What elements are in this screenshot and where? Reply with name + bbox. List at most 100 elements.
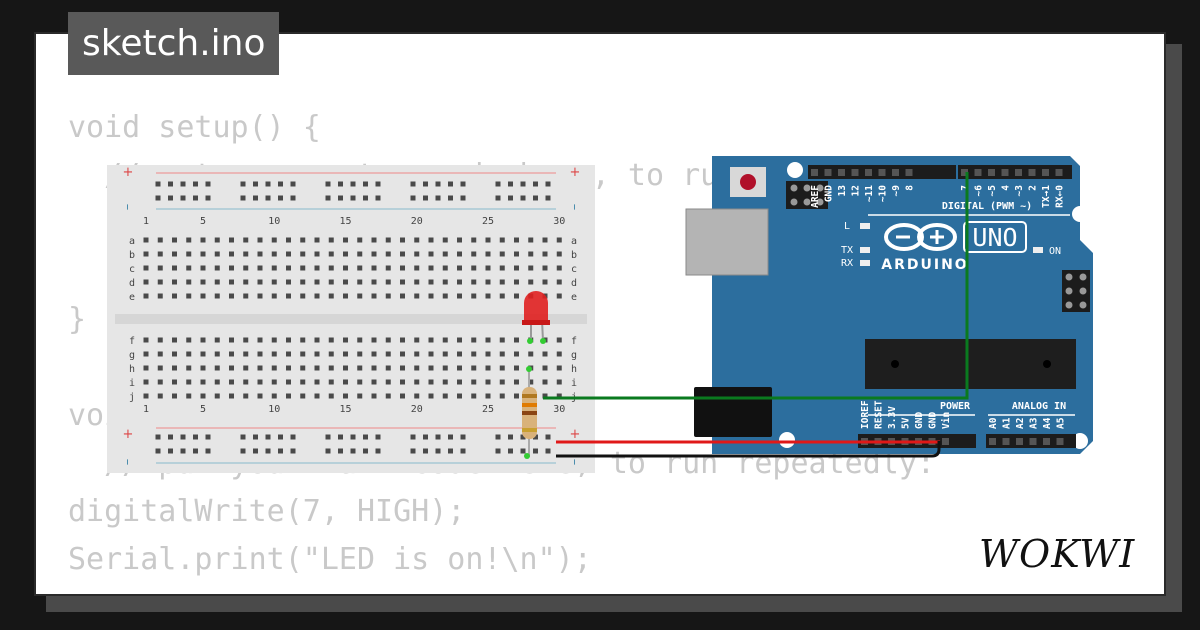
breadboard-hole xyxy=(243,251,249,257)
rail-hole xyxy=(495,448,501,454)
pin-label: GND xyxy=(914,412,925,429)
pin-label: 2 xyxy=(1028,185,1039,191)
breadboard-hole xyxy=(471,293,477,299)
breadboard-hole xyxy=(428,293,434,299)
wire-green-pin7[interactable] xyxy=(543,172,969,400)
pin-label: 4 xyxy=(1001,185,1012,191)
breadboard-hole xyxy=(428,379,434,385)
breadboard-hole xyxy=(157,279,163,285)
rail-hole xyxy=(460,181,466,187)
breadboard-hole xyxy=(286,237,291,243)
breadboard-hole xyxy=(514,251,519,257)
icsp-pin xyxy=(1079,301,1087,309)
breadboard-hole xyxy=(542,351,548,357)
led-on-indicator xyxy=(1033,247,1043,253)
breadboard-hole xyxy=(257,393,263,399)
rail-hole xyxy=(520,195,526,201)
rail-hole xyxy=(460,434,466,440)
breadboard-hole xyxy=(314,265,320,271)
rail-hole xyxy=(410,448,416,454)
breadboard-hole xyxy=(457,265,462,271)
breadboard-hole xyxy=(143,237,149,243)
row-letter: d xyxy=(129,278,135,289)
row-letter: b xyxy=(571,250,577,261)
led-component[interactable] xyxy=(522,291,550,344)
breadboard-hole xyxy=(428,351,434,357)
rail-hole xyxy=(290,448,296,454)
wire-black-gnd[interactable] xyxy=(556,441,941,458)
pin-label: ~9 xyxy=(891,185,902,197)
resistor-component[interactable] xyxy=(522,366,537,459)
arduino-uno-board[interactable]: UNO ARDUINO DIGITAL (PWM ~) POWER ANALOG… xyxy=(685,156,1093,454)
pin-label: GND xyxy=(928,412,939,429)
rail-hole xyxy=(193,195,198,201)
power-jack xyxy=(694,387,772,437)
icsp-pin xyxy=(816,198,824,206)
breadboard-hole xyxy=(400,365,405,371)
rail-hole xyxy=(168,181,173,187)
breadboard-hole xyxy=(286,351,291,357)
row-letter: j xyxy=(129,392,135,403)
pin-label: GND xyxy=(824,185,835,202)
breadboard-hole xyxy=(343,365,348,371)
breadboard-hole xyxy=(400,293,405,299)
breadboard-hole xyxy=(371,265,377,271)
rail-hole xyxy=(460,195,466,201)
breadboard-hole xyxy=(414,365,420,371)
breadboard-hole xyxy=(485,351,491,357)
breadboard-hole xyxy=(385,393,391,399)
led-base xyxy=(522,320,550,325)
header-pin xyxy=(824,169,832,176)
rail-hole xyxy=(375,434,381,440)
breadboard-hole xyxy=(499,265,505,271)
breadboard-hole xyxy=(400,379,405,385)
breadboard-hole xyxy=(542,279,548,285)
icsp-pin xyxy=(1065,273,1073,281)
breadboard-hole xyxy=(300,237,306,243)
rail-hole xyxy=(325,195,331,201)
rail-hole xyxy=(448,434,453,440)
rail-hole xyxy=(180,195,186,201)
breadboard-hole xyxy=(300,337,306,343)
code-line: // put your main code here, to run repea… xyxy=(104,446,935,481)
pin-label: TX→1 xyxy=(1041,185,1052,208)
breadboard-hole xyxy=(385,293,391,299)
breadboard-hole xyxy=(357,237,363,243)
rail-hole xyxy=(155,181,161,187)
breadboard-hole xyxy=(300,293,306,299)
breadboard-hole xyxy=(528,279,534,285)
breadboard-hole xyxy=(542,379,548,385)
wokwi-logo: WOKWI xyxy=(979,532,1134,576)
rail-hole xyxy=(180,448,186,454)
breadboard-hole xyxy=(328,293,334,299)
breadboard-hole xyxy=(428,265,434,271)
breadboard-hole xyxy=(514,351,519,357)
breadboard-hole xyxy=(186,265,192,271)
breadboard-hole xyxy=(286,251,291,257)
reset-button-cap[interactable] xyxy=(740,174,756,190)
breadboard-hole xyxy=(414,293,420,299)
breadboard-hole xyxy=(371,293,377,299)
rail-hole xyxy=(410,434,416,440)
breadboard-hole xyxy=(200,365,206,371)
breadboard-hole xyxy=(328,393,334,399)
breadboard-hole xyxy=(271,351,277,357)
header-pin xyxy=(961,169,968,176)
breadboard-hole xyxy=(186,379,192,385)
code-line: digitalWrite(7, HIGH); xyxy=(68,494,466,529)
rail-hole xyxy=(265,195,271,201)
breadboard-hole xyxy=(457,379,462,385)
breadboard-hole xyxy=(314,337,320,343)
breadboard-hole xyxy=(300,265,306,271)
breadboard-hole xyxy=(442,379,448,385)
breadboard-hole xyxy=(442,265,448,271)
breadboard-hole xyxy=(314,351,320,357)
breadboard-hole xyxy=(143,379,149,385)
rail-minus-sign: – xyxy=(120,204,135,211)
pin-label: A1 xyxy=(1002,417,1013,429)
icsp-pin xyxy=(816,184,824,192)
file-tab[interactable]: sketch.ino xyxy=(68,12,280,75)
rail-hole xyxy=(253,448,258,454)
